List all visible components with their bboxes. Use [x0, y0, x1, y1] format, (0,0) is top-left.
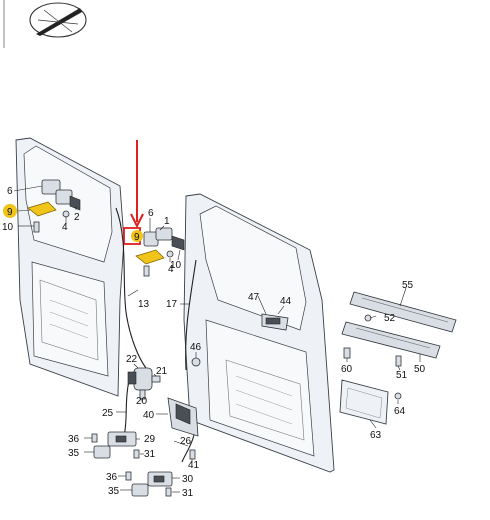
bolt-52 — [364, 314, 372, 322]
left-screw-10 — [33, 221, 40, 233]
callout-64: 64 — [394, 406, 406, 417]
screw-41 — [189, 449, 196, 460]
cover-plate-63 — [339, 379, 389, 425]
callout-41: 41 — [188, 460, 200, 471]
callout-36: 36 — [106, 472, 118, 483]
screw-36-upper — [91, 433, 98, 443]
callout-20: 20 — [136, 396, 148, 407]
callout-40: 40 — [143, 410, 155, 421]
cable-17 — [185, 259, 197, 371]
corner-logo-icon — [29, 2, 87, 38]
callout-9-left-highlight — [3, 204, 17, 218]
rail-55 — [349, 291, 457, 333]
door-lock-40 — [167, 397, 199, 437]
callout-22: 22 — [126, 354, 138, 365]
callout-4: 4 — [62, 222, 68, 233]
screw-20 — [139, 389, 146, 400]
callout-9: 9 — [7, 207, 13, 218]
screw-31-lower — [165, 487, 172, 497]
left-hinge-bracket-highlighted — [27, 201, 57, 217]
callout-labels: 6 9 10 4 2 6 1 9 4 10 13 17 46 22 21 20 … — [2, 186, 426, 499]
callout-9-right-highlight — [131, 230, 143, 242]
callout-4: 4 — [168, 264, 174, 275]
callout-36: 36 — [68, 434, 80, 445]
callout-29: 29 — [144, 434, 156, 445]
callout-47: 47 — [248, 292, 260, 303]
grommet-46 — [191, 357, 201, 367]
screw-64 — [394, 392, 402, 400]
callout-25: 25 — [102, 408, 114, 419]
callout-30: 30 — [182, 474, 194, 485]
callout-17: 17 — [166, 299, 178, 310]
callout-31: 31 — [182, 488, 194, 499]
callout-1: 1 — [164, 216, 170, 227]
lower-hinge-30 — [147, 471, 173, 487]
callout-35: 35 — [108, 486, 120, 497]
lower-hinge-plate-35-bottom — [131, 483, 149, 497]
clip-60 — [343, 347, 351, 359]
lower-hinge-29 — [107, 431, 137, 447]
right-screw-10 — [143, 265, 150, 277]
callout-50: 50 — [414, 364, 426, 375]
callout-51: 51 — [396, 370, 408, 381]
left-door-panel — [15, 137, 125, 397]
callout-26: 26 — [180, 436, 192, 447]
callout-55: 55 — [402, 280, 414, 291]
callout-10: 10 — [2, 222, 14, 233]
screw-36-lower — [125, 471, 132, 481]
callout-44: 44 — [280, 296, 292, 307]
callout-6: 6 — [7, 186, 13, 197]
callout-2: 2 — [74, 212, 80, 223]
callout-9: 9 — [134, 232, 140, 243]
callout-60: 60 — [341, 364, 353, 375]
cable-13 — [115, 207, 147, 369]
leader-lines — [13, 185, 421, 493]
callout-13: 13 — [138, 299, 150, 310]
right-door-panel — [183, 193, 335, 473]
cable-25 — [123, 375, 131, 437]
lower-hinge-plate-35 — [93, 445, 111, 459]
right-upper-hinge — [143, 227, 185, 258]
callout-6: 6 — [148, 208, 154, 219]
screw-31-upper — [133, 449, 140, 459]
inner-handle-44 — [261, 313, 289, 331]
right-hinge-bracket-highlighted — [135, 249, 165, 265]
callout-35: 35 — [68, 448, 80, 459]
callout-63: 63 — [370, 430, 382, 441]
left-upper-hinge — [41, 179, 81, 218]
red-arrow-callout — [123, 140, 144, 245]
callout-31: 31 — [144, 449, 156, 460]
callout-52: 52 — [384, 313, 396, 324]
callout-21: 21 — [156, 366, 168, 377]
callout-46: 46 — [190, 342, 202, 353]
callout-10: 10 — [170, 260, 182, 271]
guide-50 — [341, 321, 441, 359]
bolt-51 — [395, 355, 402, 367]
lock-actuator-22 — [127, 367, 153, 391]
